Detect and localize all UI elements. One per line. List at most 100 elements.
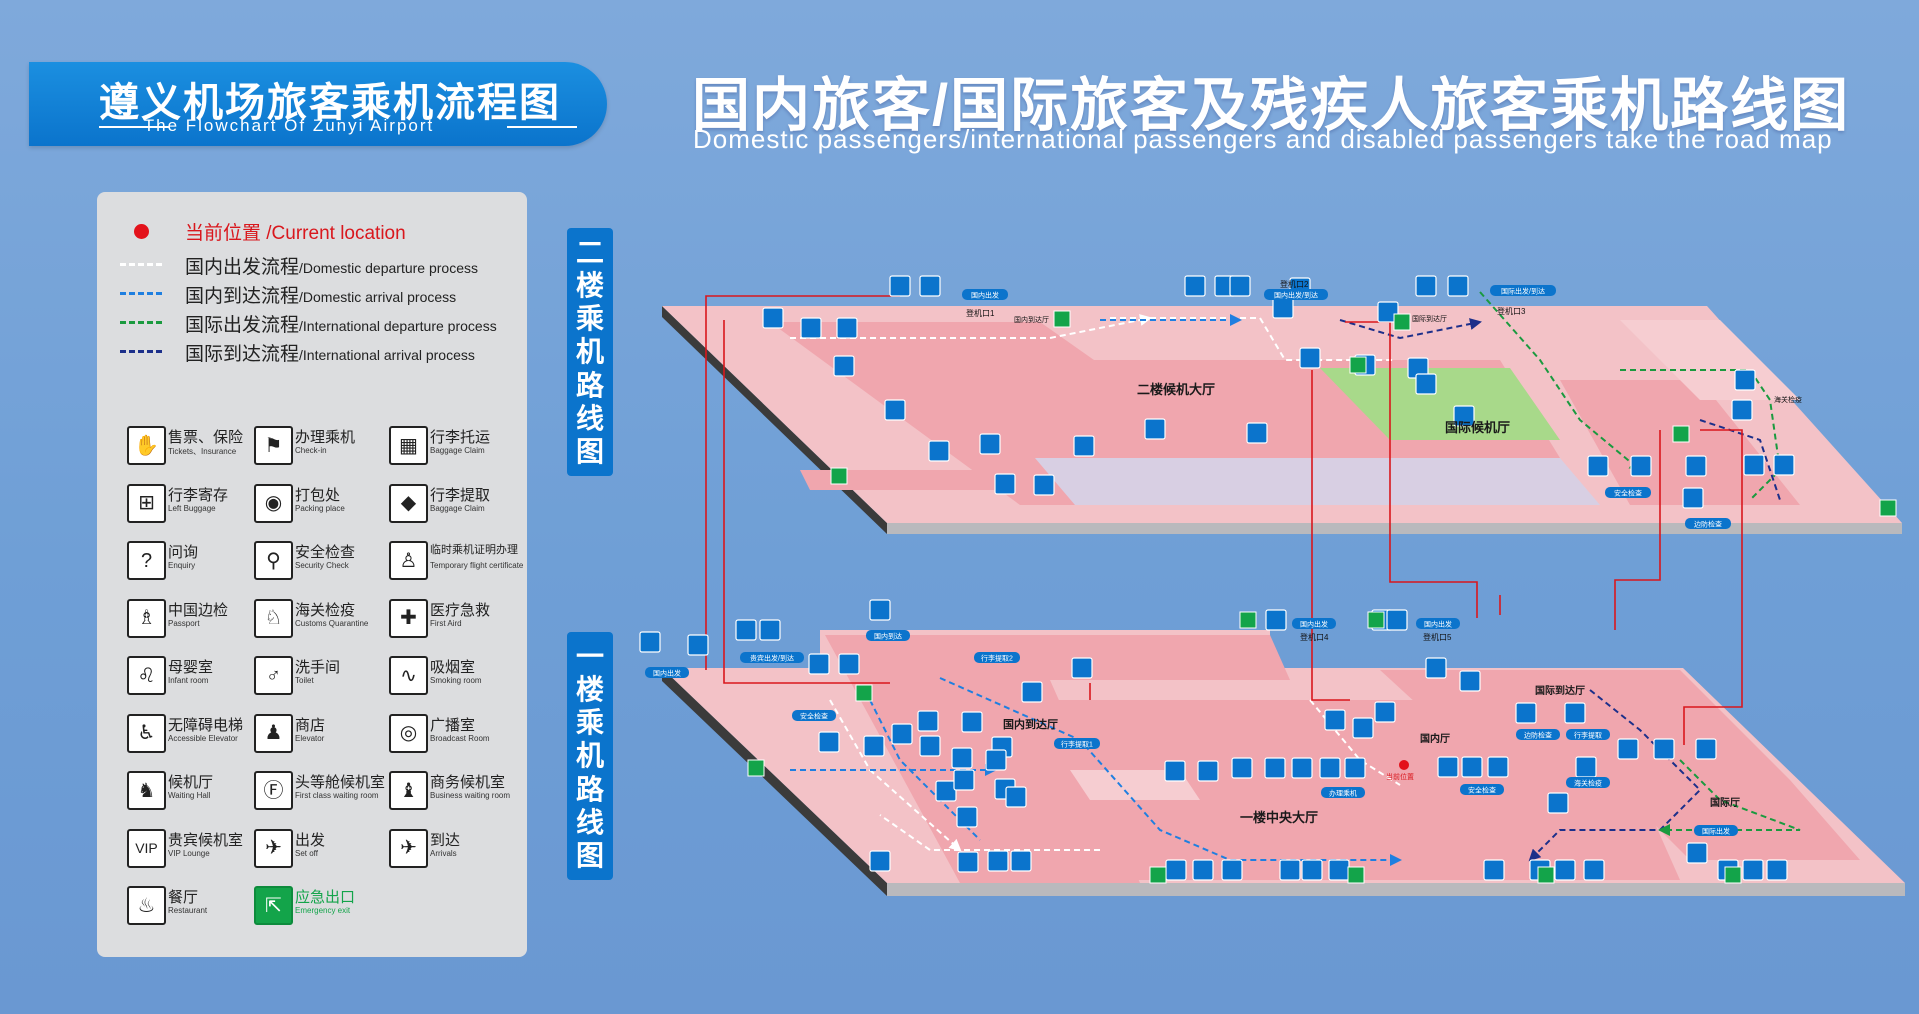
- tag-lower-dom-departure-3-text: 国内出发: [1424, 620, 1452, 629]
- legend-item-sublabel: Security Check: [295, 561, 349, 570]
- tag-lower-baggage-intl-text: 行李提取: [1574, 731, 1602, 740]
- temp-certificate-icon: ♙: [389, 541, 428, 580]
- legend-item-label: 广播室: [430, 716, 476, 734]
- legend-item-label: 中国边检: [168, 601, 229, 619]
- vip-icon: VIP: [127, 828, 166, 868]
- map-facility-icon: [1630, 455, 1652, 477]
- map-facility-icon: [759, 619, 781, 641]
- label-lower-dom-hall: 国内厅: [1420, 732, 1450, 745]
- label-lower-dom-arrival-hall: 国内到达厅: [1003, 717, 1058, 731]
- legend-item-label: 贵宾候机室: [168, 831, 244, 849]
- tag-lower-security-text: 安全检查: [800, 712, 828, 721]
- map-facility-icon: [1192, 859, 1214, 881]
- legend-item-sublabel: First Aird: [430, 618, 462, 628]
- lower-floor-side-left: [662, 668, 887, 896]
- map-facility-icon: [1453, 405, 1475, 427]
- lower-floor-zone: [1380, 670, 1790, 780]
- legend-item-label: 办理乘机: [295, 429, 356, 446]
- legend-item-label: 海关检疫: [295, 601, 356, 619]
- packing-icon: ◉: [254, 483, 293, 523]
- route-domestic-arrival: [869, 699, 981, 841]
- map-facility-icon: [951, 747, 973, 769]
- floor-label-text: 一楼乘机路线图: [575, 641, 604, 871]
- route-domestic-departure: [879, 814, 1100, 851]
- legend-item-sublabel: Baggage Claim: [430, 446, 485, 455]
- map-facility-icon: [808, 653, 830, 675]
- map-facility-icon: [836, 317, 858, 339]
- tag-domestic-departure-arrival: [1264, 289, 1328, 300]
- label-lower-intl-hall: 国际厅: [1710, 797, 1740, 809]
- emergency-exit-icon: [1879, 499, 1897, 517]
- tag-lower-border-text: 边防检查: [1524, 731, 1552, 740]
- map-facility-icon: [1575, 756, 1597, 778]
- emergency-exit-icon: [1537, 866, 1555, 884]
- tag-lower-security: [792, 710, 836, 721]
- legend-route-zh: 国际到达流程: [185, 344, 300, 365]
- map-facility-icon: [818, 731, 840, 753]
- map-facility-icon: [1073, 435, 1095, 457]
- upper-floor-label: 二楼乘机路线图: [567, 228, 613, 476]
- map-facility-icon: [884, 399, 906, 421]
- map-facility-icon: [1487, 756, 1509, 778]
- map-facility-icon: [987, 850, 1009, 872]
- label-gate-4: 登机口4: [1300, 632, 1329, 642]
- map-facility-icon: [1231, 757, 1253, 779]
- map-facility-icon: [891, 723, 913, 745]
- tag-domestic-departure-text: 国内出发: [971, 291, 999, 300]
- map-facility-icon: [1319, 757, 1341, 779]
- route-domestic-departure: [790, 314, 1152, 339]
- legend-item-label: 到达: [430, 831, 461, 849]
- map-facility-icon: [1415, 373, 1437, 395]
- lower-floor-side-front: [887, 883, 1905, 896]
- floor-connector: [1311, 370, 1350, 701]
- legend-item-sublabel: Emergency exit: [295, 906, 351, 915]
- map-facility-icon: [1352, 717, 1374, 739]
- map-facility-icon: [985, 749, 1007, 771]
- map-facility-icon: [1685, 455, 1707, 477]
- legend-item-sublabel: Check-in: [295, 446, 327, 455]
- emergency-exit-icon: [1239, 611, 1257, 629]
- map-facility-icon: [1766, 859, 1788, 881]
- label-intl-arrival-hall: 国际到达厅: [1412, 314, 1447, 323]
- map-facility-icon: [863, 735, 885, 757]
- baggage-pickup-icon: ◆: [389, 483, 428, 523]
- route-international-arrival: [1528, 689, 1702, 862]
- map-facility-icon: [1246, 422, 1268, 444]
- map-facility-icon: [1291, 757, 1313, 779]
- map-facility-icon: [1415, 275, 1437, 297]
- map-facility-icon: [1682, 487, 1704, 509]
- tag-lower-dom-departure-3: [1416, 618, 1460, 629]
- legend-item-label: 行李寄存: [168, 486, 229, 504]
- emergency-exit-icon: [1672, 425, 1690, 443]
- emergency-exit-icon: [1053, 310, 1071, 328]
- emergency-exit-icon: [747, 759, 765, 777]
- map-facility-icon: [1328, 859, 1350, 881]
- map-facility-icon: [889, 275, 911, 297]
- arrival-icon: ✈: [389, 828, 428, 868]
- broadcast-icon: ◎: [389, 713, 428, 753]
- route-international-departure: [1620, 369, 1782, 501]
- map-facility-icon: [1279, 859, 1301, 881]
- legend-route-line-international-arrival: [120, 350, 162, 353]
- tag-lower-vip-text: 贵宾出发/到达: [750, 654, 794, 663]
- legend-item-label: 售票、保险: [168, 429, 244, 446]
- map-facility-icon: [1021, 681, 1043, 703]
- legend-item-sublabel: Enquiry: [168, 561, 196, 570]
- tag-baggage-claim-1-text: 行李提取1: [1061, 740, 1093, 749]
- legend-route-international-arrival: 国际到达流程/International arrival process: [185, 339, 475, 366]
- legend-item-label: 洗手间: [295, 659, 341, 676]
- legend-item-label: 母婴室: [168, 659, 214, 676]
- legend-route-line-international-departure: [120, 321, 162, 324]
- map-facility-icon: [1515, 702, 1537, 724]
- tag-baggage-claim-2-text: 行李提取2: [981, 654, 1013, 663]
- map-facility-icon: [1164, 760, 1186, 782]
- first-aid-icon: ✚: [389, 598, 428, 638]
- tag-intl-departure-arrival: [1490, 285, 1556, 296]
- label-current-location: 当前位置: [1386, 772, 1414, 781]
- tag-security-check: [1605, 487, 1651, 498]
